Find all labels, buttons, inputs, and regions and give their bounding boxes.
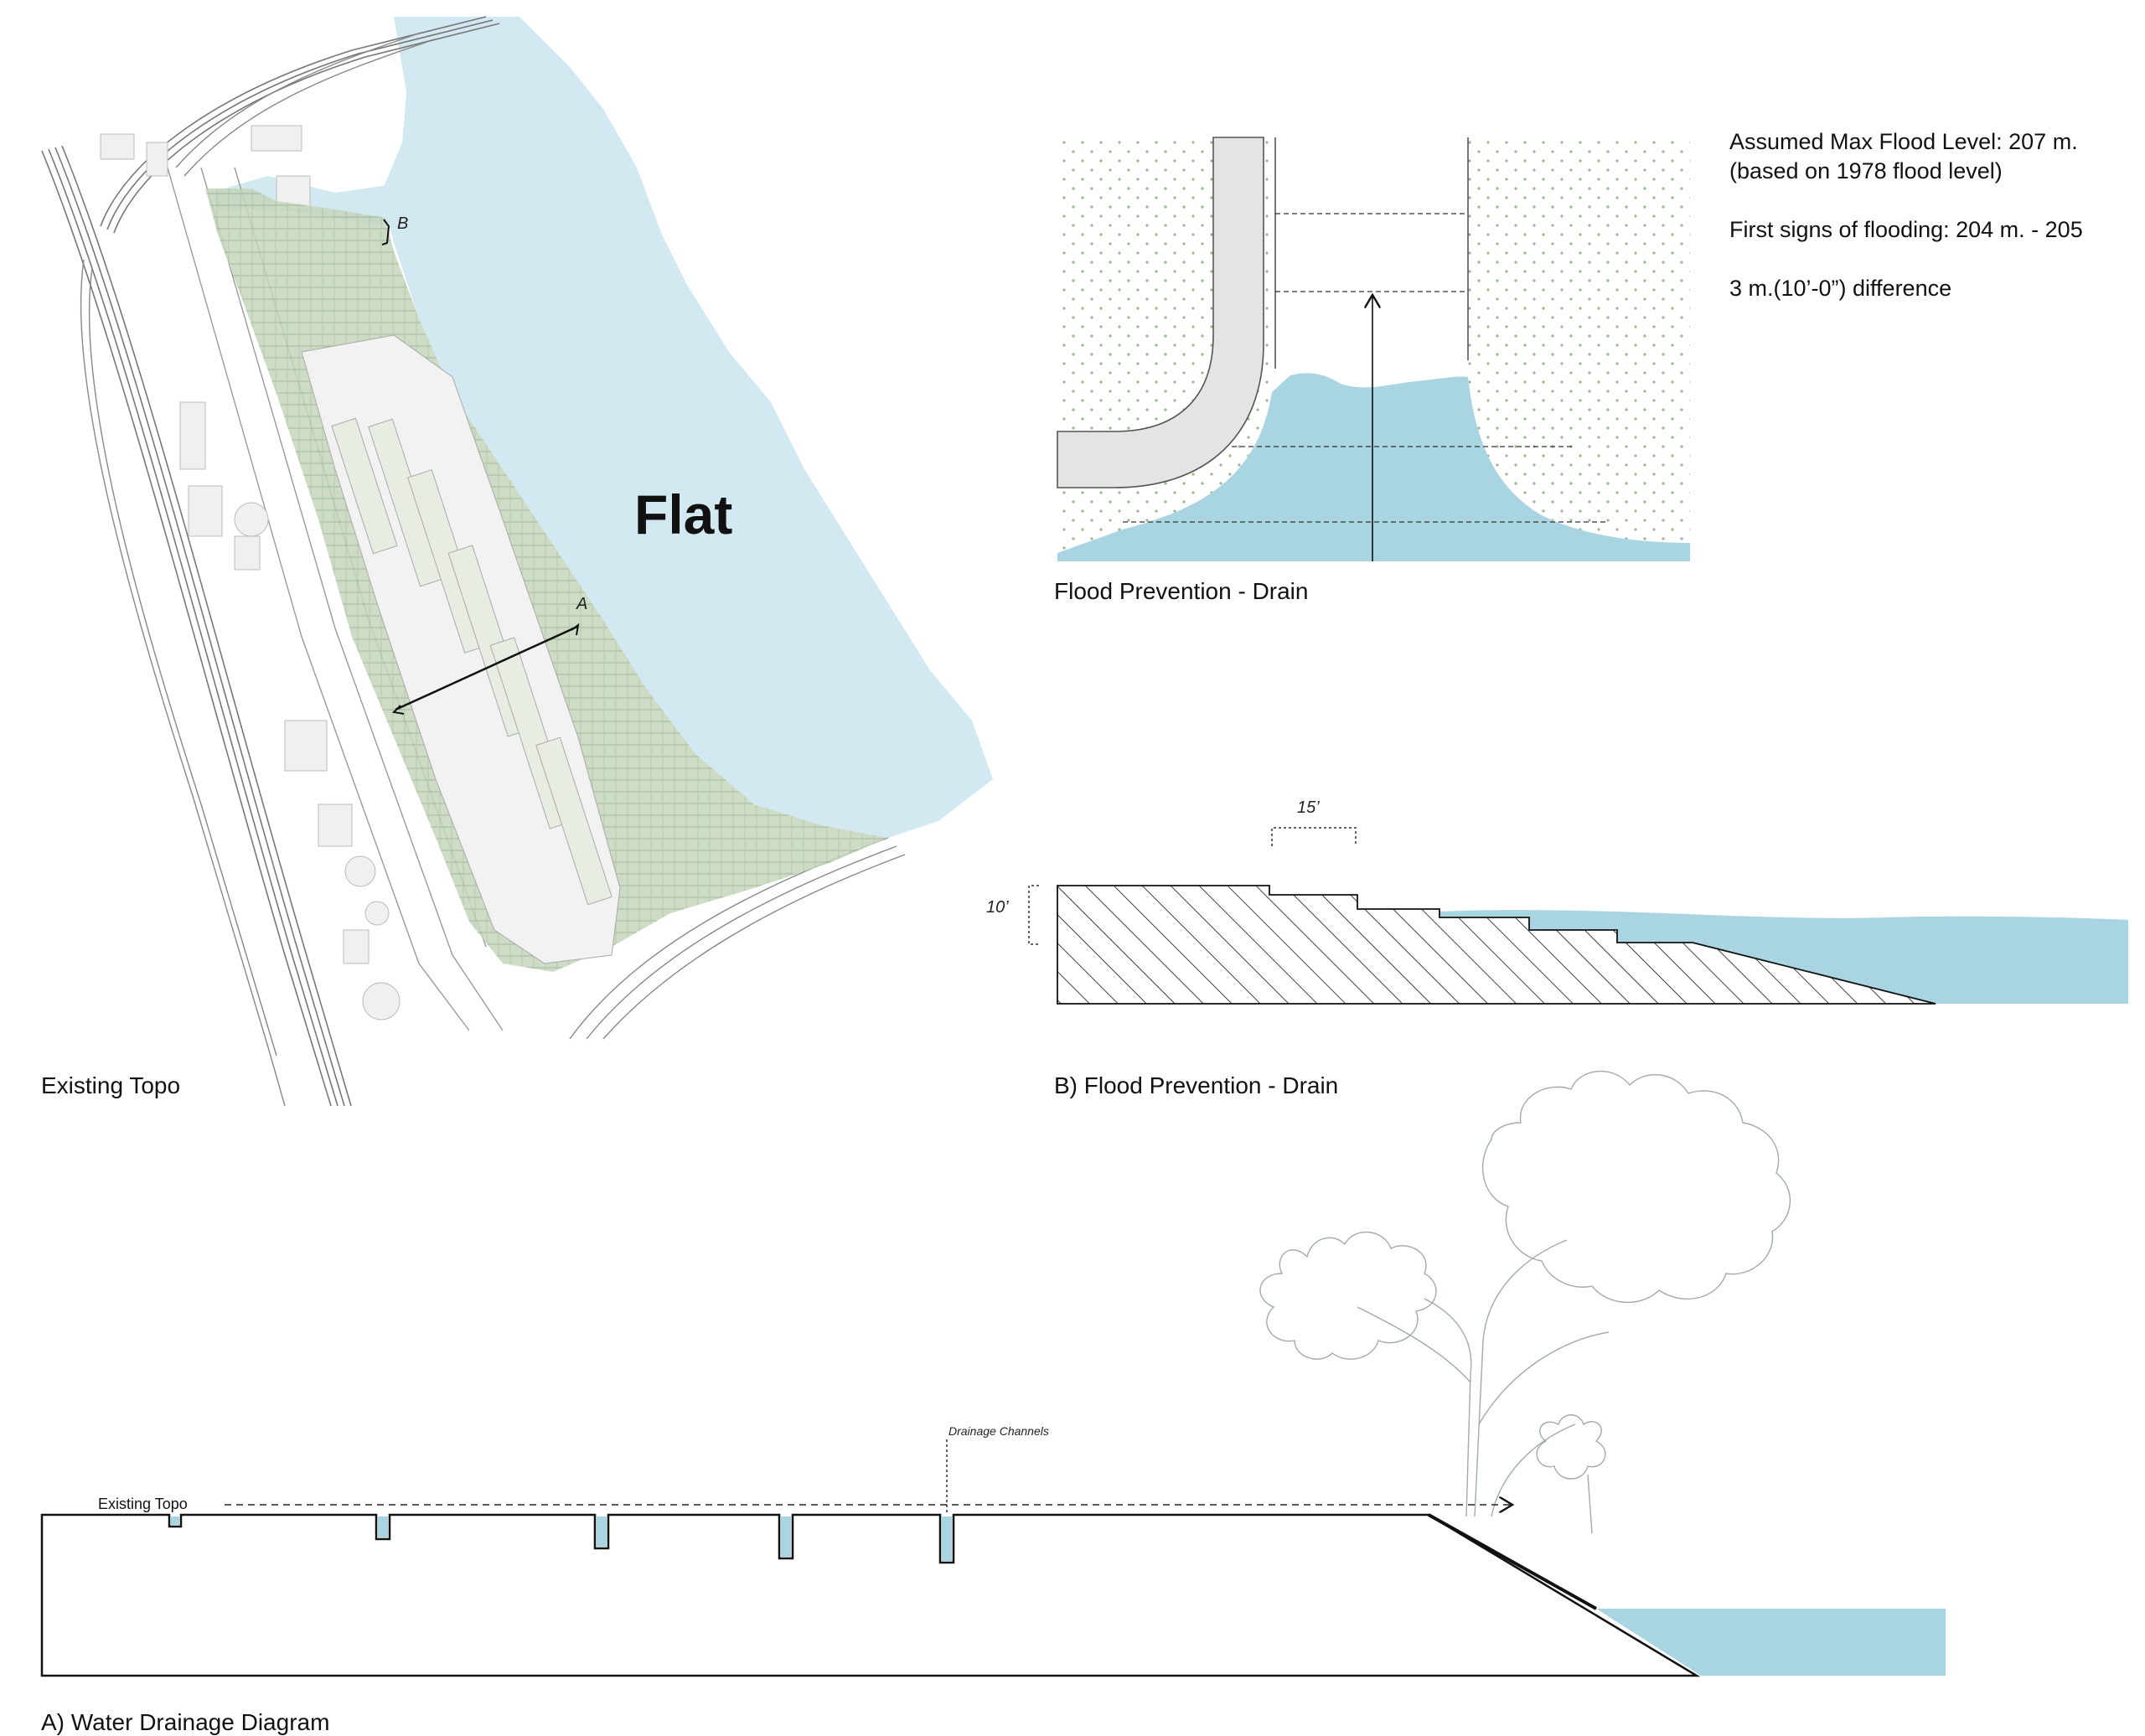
- surrounding-buildings: [100, 125, 401, 1020]
- section-marker-a: A: [576, 595, 588, 613]
- drain-section-caption: Flood Prevention - Drain: [1054, 578, 1309, 604]
- section-line-b: [381, 219, 390, 245]
- section-b-water: [1439, 910, 2128, 1004]
- existing-topo-map: [41, 16, 993, 1107]
- drain-water: [1057, 373, 1690, 561]
- drainage-channels-callout: Drainage Channels: [948, 1424, 1049, 1438]
- first-signs-note: First signs of flooding: 204 m. - 205: [1729, 217, 2083, 242]
- width-dimension: [1271, 827, 1357, 846]
- tree-illustration: [1259, 1071, 1791, 1534]
- section-a-ground: [40, 1513, 1701, 1677]
- max-flood-note: Assumed Max Flood Level: 207 m.: [1729, 129, 2078, 154]
- section-marker-b: B: [397, 214, 409, 233]
- existing-topo-callout: Existing Topo: [98, 1496, 188, 1512]
- height-dimension-label: 10’: [986, 898, 1009, 917]
- section-a-water: [1596, 1609, 1946, 1676]
- railway-lines: [41, 16, 500, 1107]
- drainage-channels: [171, 1516, 952, 1561]
- river-water-area: [381, 17, 993, 838]
- height-dimension: [1028, 885, 1039, 945]
- flat-label: Flat: [634, 483, 733, 545]
- width-dimension-label: 15’: [1297, 798, 1320, 817]
- flood-notes: Assumed Max Flood Level: 207 m. (based o…: [1729, 127, 2083, 303]
- concrete-wall: [1057, 137, 1264, 488]
- difference-note: 3 m.(10’-0”) difference: [1729, 276, 1952, 301]
- drain-section-diagram: [1057, 137, 1690, 561]
- section-a-caption: A) Water Drainage Diagram: [41, 1709, 330, 1735]
- section-b-caption: B) Flood Prevention - Drain: [1054, 1072, 1339, 1098]
- site-building-block: [301, 334, 621, 964]
- section-b-ground: [1057, 885, 1936, 1005]
- section-b-diagram: [1028, 827, 2128, 1005]
- existing-topo-caption: Existing Topo: [41, 1072, 181, 1098]
- based-on-note: (based on 1978 flood level): [1729, 158, 2003, 183]
- flood-level-lines: [1123, 213, 1609, 523]
- section-a-diagram: [40, 1071, 1946, 1677]
- section-line-a: [395, 625, 578, 711]
